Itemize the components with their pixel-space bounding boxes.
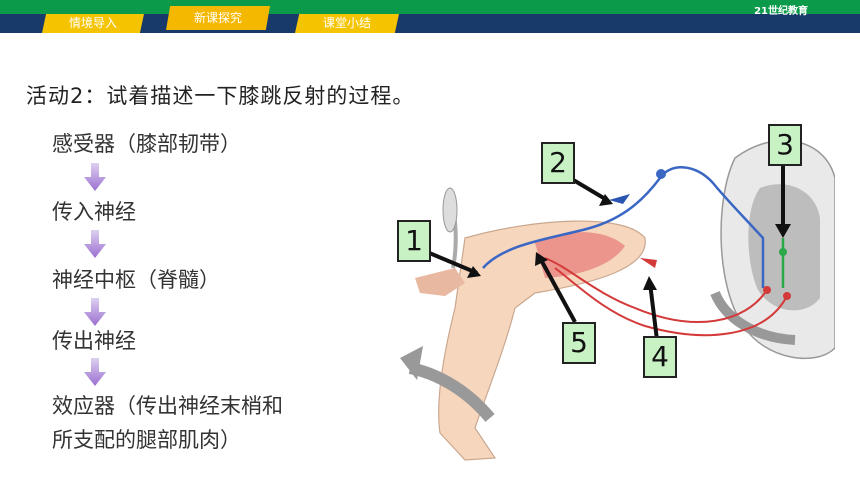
callout-4: 4 xyxy=(643,336,677,378)
pointer-arrow-5 xyxy=(538,257,577,323)
callout-3: 3 xyxy=(768,124,802,166)
efferent-nerve xyxy=(544,257,768,323)
brand-logo: 21世纪教育 xyxy=(754,6,808,17)
flow-step-afferent: 传入神经 xyxy=(52,200,136,224)
callout-2: 2 xyxy=(541,142,575,184)
callout-5: 5 xyxy=(562,322,596,364)
direction-arrow-icon xyxy=(640,258,657,268)
down-arrow-icon xyxy=(84,298,106,326)
down-arrow-icon xyxy=(84,358,106,386)
spinal-cord xyxy=(710,139,835,360)
tab-intro[interactable]: 情境导入 xyxy=(42,14,144,33)
knee-reflex-diagram xyxy=(400,139,835,461)
tab-explore[interactable]: 新课探究 xyxy=(166,6,270,30)
activity-heading: 活动2：试着描述一下膝跳反射的过程。 xyxy=(26,84,415,108)
pointer-arrow-2 xyxy=(568,176,609,202)
tab-summary[interactable]: 课堂小结 xyxy=(295,14,399,33)
leg-illustration xyxy=(415,220,646,461)
flow-step-effector-cont: 所支配的腿部肌肉） xyxy=(52,428,241,452)
flow-step-center: 神经中枢（脊髓） xyxy=(52,268,220,292)
flow-step-efferent: 传出神经 xyxy=(52,329,136,353)
top-banner xyxy=(0,0,860,14)
direction-arrow-icon xyxy=(609,194,630,204)
callout-1: 1 xyxy=(397,220,431,262)
down-arrow-icon xyxy=(84,163,106,191)
pointer-arrow-1 xyxy=(426,250,478,275)
pointer-arrow-4 xyxy=(648,282,659,341)
down-arrow-icon xyxy=(84,230,106,258)
flow-step-effector: 效应器（传出神经末梢和 xyxy=(52,394,283,418)
flow-step-receptor: 感受器（膝部韧带） xyxy=(52,132,241,156)
